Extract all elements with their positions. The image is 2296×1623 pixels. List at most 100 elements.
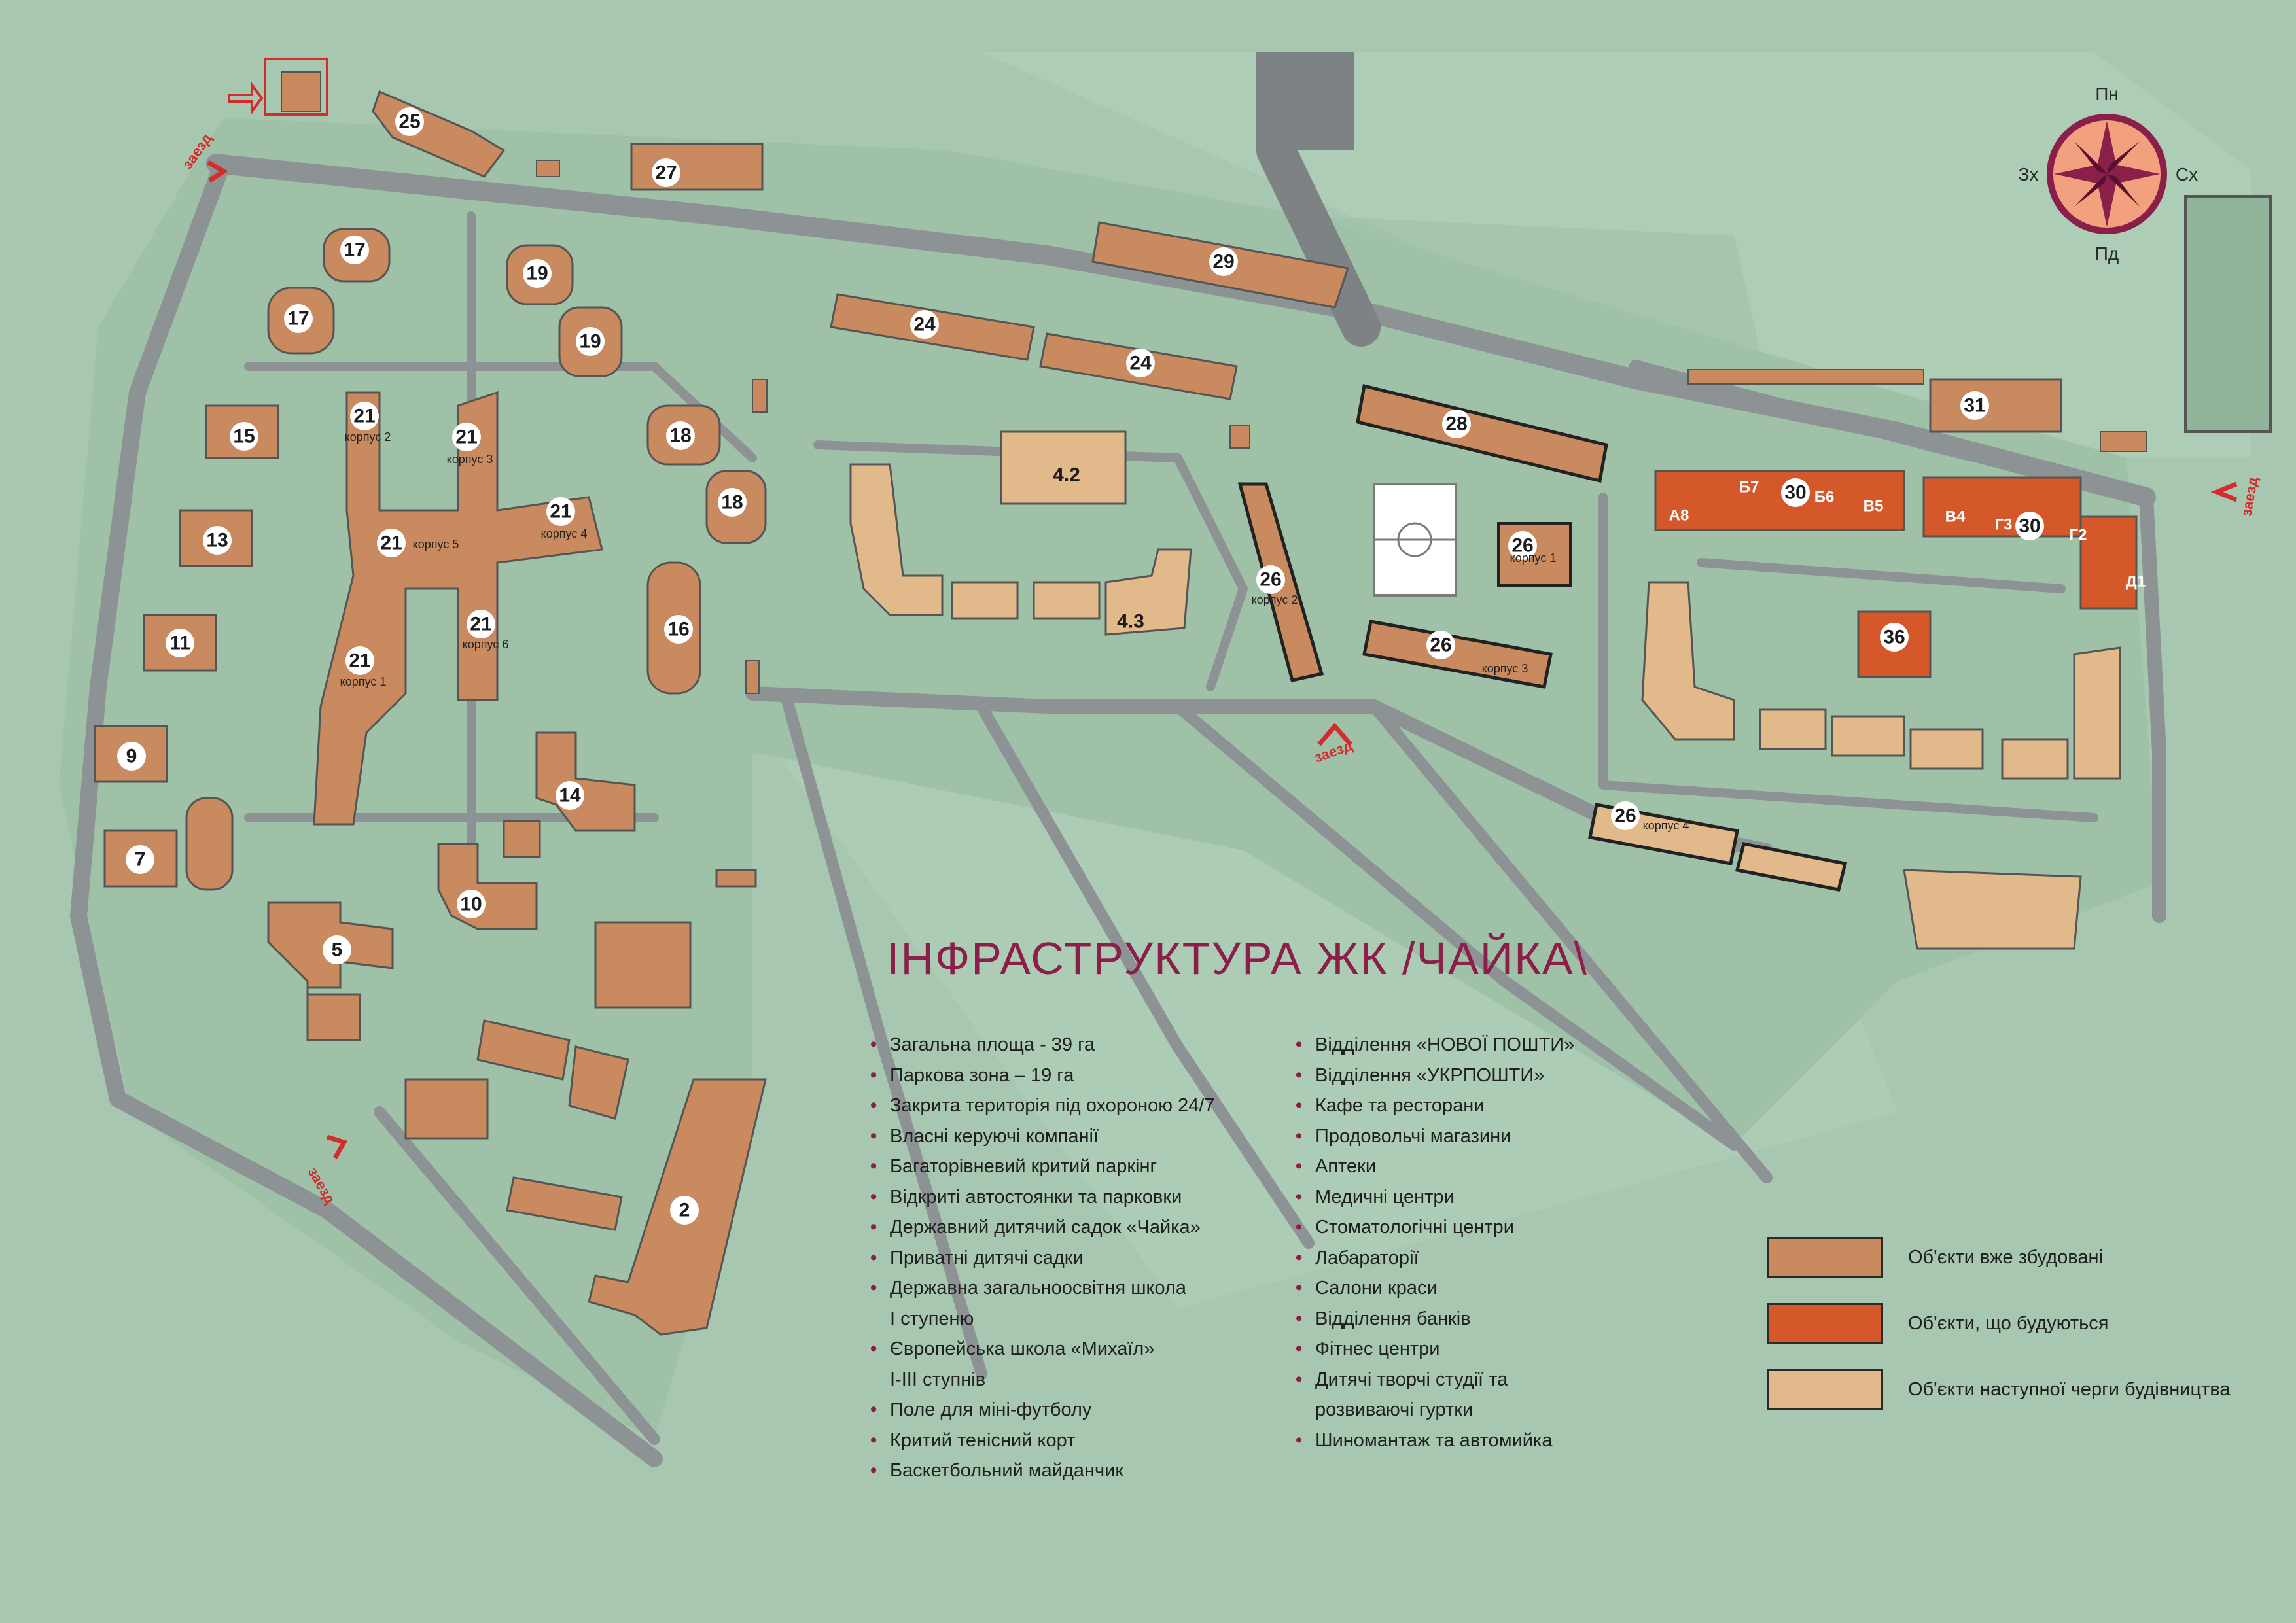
svg-text:корпус 2: корпус 2: [1252, 593, 1298, 606]
road-north-ramp: [1256, 131, 1381, 347]
road-internal-5: [1598, 493, 2098, 822]
svg-text:14: 14: [559, 785, 581, 807]
building-school-1: [476, 1019, 571, 1081]
label-16: 16: [664, 615, 693, 644]
parking-block: [1256, 52, 1354, 150]
building-kindergarten: [404, 1078, 489, 1140]
label-26-k2: 26 корпус 2: [1252, 565, 1298, 606]
label-29: 29: [1209, 247, 1238, 276]
section-a8: А8: [1669, 507, 1689, 525]
section-b7: Б7: [1739, 479, 1759, 497]
road-internal-4: [813, 440, 1248, 691]
building-4-1b: [951, 581, 1019, 620]
infrastructure-item: Багаторівневий критий паркінг: [870, 1151, 1215, 1182]
svg-text:24: 24: [1129, 353, 1152, 374]
svg-text:5: 5: [332, 939, 343, 961]
svg-text:27: 27: [655, 162, 677, 184]
label-19b: 19: [576, 327, 605, 356]
infrastructure-list-left: Загальна площа - 39 гаПаркова зона – 19 …: [870, 1030, 1215, 1486]
building-31: [1929, 378, 2062, 433]
svg-text:25: 25: [398, 111, 420, 133]
label-17a: 17: [340, 236, 369, 264]
infrastructure-item: Стоматологічні центри: [1296, 1212, 1574, 1243]
section-g2: Г2: [2070, 527, 2087, 544]
building-sport: [594, 921, 692, 1009]
infrastructure-item: Продовольчі магазини: [1296, 1121, 1574, 1152]
next-phase-plot: [1903, 869, 2082, 950]
building-small-1: [503, 820, 541, 858]
infrastructure-item: Приватні дитячі садки: [870, 1243, 1215, 1274]
label-5: 5: [323, 935, 351, 964]
svg-text:корпус 4: корпус 4: [1643, 819, 1689, 832]
svg-text:21: 21: [349, 650, 370, 672]
road-internal-6: [1697, 558, 2066, 593]
infrastructure-item: Загальна площа - 39 га: [870, 1030, 1215, 1060]
building-next-west: [1641, 581, 1735, 741]
buildings: [94, 52, 2147, 1336]
building-21: [313, 391, 603, 826]
label-4-3: 4.3: [1117, 611, 1144, 633]
label-18a: 18: [666, 421, 695, 450]
small-structure: [745, 660, 760, 694]
infrastructure-item: Аптеки: [1296, 1151, 1574, 1182]
small-structure: [752, 379, 768, 413]
label-10: 10: [457, 890, 486, 918]
svg-text:2: 2: [679, 1200, 690, 1221]
building-labels: 25 27 29 24 24 17 17 19 19 15 13 11 9 7 …: [117, 107, 2044, 1225]
building-26-k4b: [1735, 842, 1848, 892]
svg-text:16: 16: [667, 619, 689, 640]
legend-swatch-built: [1767, 1237, 1883, 1278]
building-7b: [185, 797, 234, 891]
legend-item-built: Об'єкти вже збудовані: [1767, 1237, 2103, 1278]
svg-text:4.3: 4.3: [1117, 611, 1144, 633]
svg-text:18: 18: [669, 425, 691, 447]
building-30-east: [1922, 476, 2082, 538]
road-east: [2139, 490, 2166, 923]
label-24a: 24: [910, 310, 939, 339]
svg-text:19: 19: [579, 331, 601, 353]
infrastructure-list-right: Відділення «НОВОЇ ПОШТИ»Відділення «УКРП…: [1296, 1030, 1574, 1456]
infrastructure-item: Відкриті автостоянки та парковки: [870, 1182, 1215, 1213]
svg-text:17: 17: [287, 308, 309, 330]
svg-text:24: 24: [913, 314, 936, 336]
building-school-2: [568, 1045, 629, 1120]
legend-item-construction: Об'єкти, що будуються: [1767, 1303, 2108, 1344]
svg-text:26: 26: [1260, 569, 1281, 591]
svg-text:21: 21: [353, 406, 375, 427]
svg-text:19: 19: [526, 263, 548, 285]
building-next-2: [1831, 715, 1905, 757]
road-south-3: [1172, 701, 1740, 1151]
svg-text:21: 21: [455, 427, 477, 448]
building-30-d1: [2079, 515, 2138, 610]
svg-text:21: 21: [380, 532, 402, 554]
compass-south: Пд: [2095, 243, 2119, 264]
svg-text:26: 26: [1511, 535, 1533, 557]
svg-text:26: 26: [1430, 635, 1451, 656]
label-30a: 30: [1781, 478, 1810, 507]
parking-strip: [1687, 369, 1924, 385]
infrastructure-item: Шиномантаж та автомийка: [1296, 1425, 1574, 1456]
infrastructure-item: Салони краси: [1296, 1273, 1574, 1304]
infrastructure-item: Баскетбольний майданчик: [870, 1456, 1215, 1486]
label-15: 15: [230, 422, 258, 451]
building-27: [630, 143, 764, 191]
section-v5: В5: [1863, 498, 1884, 515]
infrastructure-item: Європейська школа «Михаїл»I-III ступнів: [870, 1334, 1215, 1395]
building-26-k1: [1497, 522, 1572, 587]
label-11: 11: [166, 629, 194, 657]
building-small-2: [715, 869, 757, 888]
infrastructure-item: Відділення банків: [1296, 1304, 1574, 1335]
svg-text:17: 17: [344, 239, 365, 261]
guard-house: [281, 71, 321, 112]
legend-label-construction: Об'єкти, що будуються: [1908, 1312, 2109, 1334]
section-g3: Г3: [1995, 516, 2013, 534]
infrastructure-item: Відділення «УКРПОШТИ»: [1296, 1060, 1574, 1091]
infrastructure-item: Лабараторії: [1296, 1243, 1574, 1274]
building-next-1: [1759, 708, 1827, 750]
svg-text:10: 10: [460, 894, 482, 915]
